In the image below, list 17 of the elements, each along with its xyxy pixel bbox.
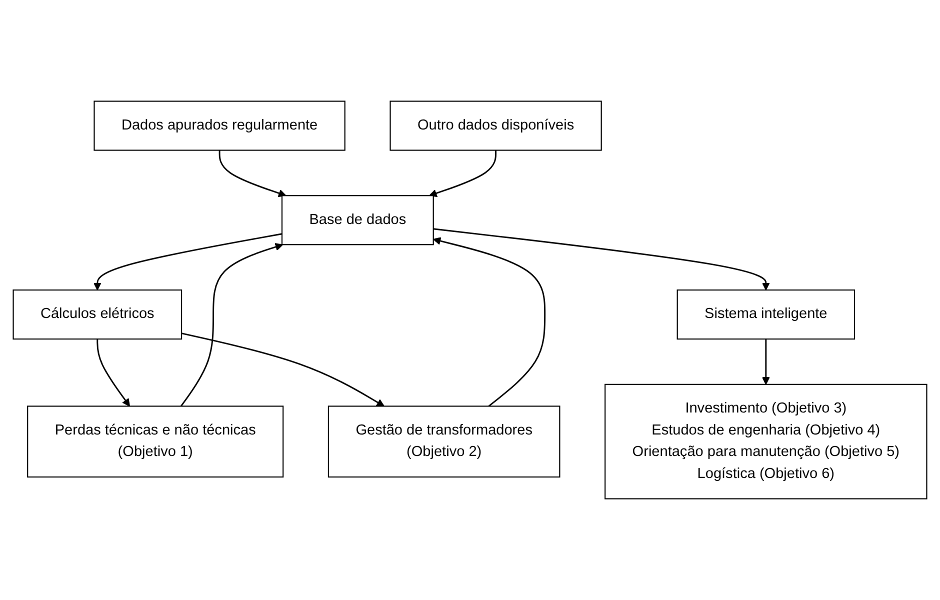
arrow bbox=[762, 339, 770, 385]
node-box: Dados apurados regularmente bbox=[94, 100, 346, 151]
node-box: Base de dados bbox=[281, 195, 434, 246]
node-box: Cálculos elétricos bbox=[12, 289, 182, 340]
node-box: Perdas técnicas e não técnicas (Objetivo 1) bbox=[27, 406, 284, 478]
arrow bbox=[180, 243, 284, 407]
arrow bbox=[96, 339, 130, 407]
node-box: Investimento (Objetivo 3) Estudos de engenharia (Objetivo 4) Orientação para manutenção (Objetivo 5) Logística (Objetivo 6) bbox=[604, 384, 928, 500]
node-box: Sistema inteligente bbox=[676, 289, 856, 340]
arrow bbox=[432, 237, 546, 407]
arrow bbox=[429, 150, 496, 198]
arrow bbox=[218, 150, 286, 198]
arrow bbox=[93, 233, 282, 290]
node-box: Outro dados disponíveis bbox=[390, 100, 602, 151]
arrow bbox=[181, 332, 384, 407]
node-box: Gestão de transformadores (Objetivo 2) bbox=[328, 406, 560, 478]
arrow bbox=[433, 228, 770, 290]
